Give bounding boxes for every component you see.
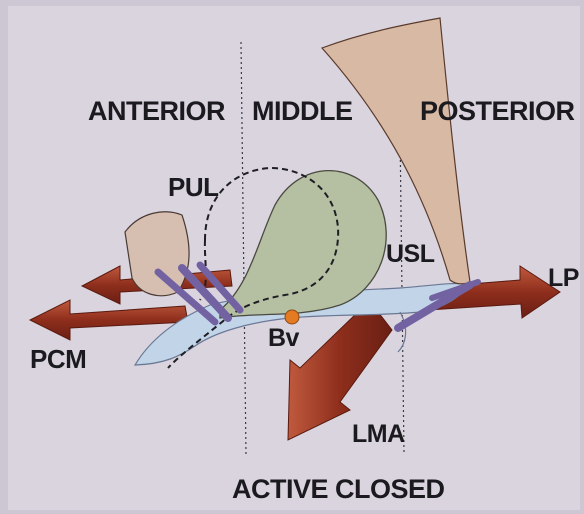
label-bv: Bv [268,324,299,353]
label-lma: LMA [352,420,405,449]
pubic-bone [125,212,189,296]
label-lp: LP [548,264,579,293]
label-pul: PUL [168,172,219,203]
label-pcm: PCM [30,344,86,375]
label-anterior: ANTERIOR [88,96,225,127]
label-usl: USL [386,240,435,269]
bv-dot [285,310,299,324]
caption-active-closed: ACTIVE CLOSED [232,474,445,505]
label-posterior: POSTERIOR [420,96,575,127]
label-middle: MIDDLE [252,96,353,127]
